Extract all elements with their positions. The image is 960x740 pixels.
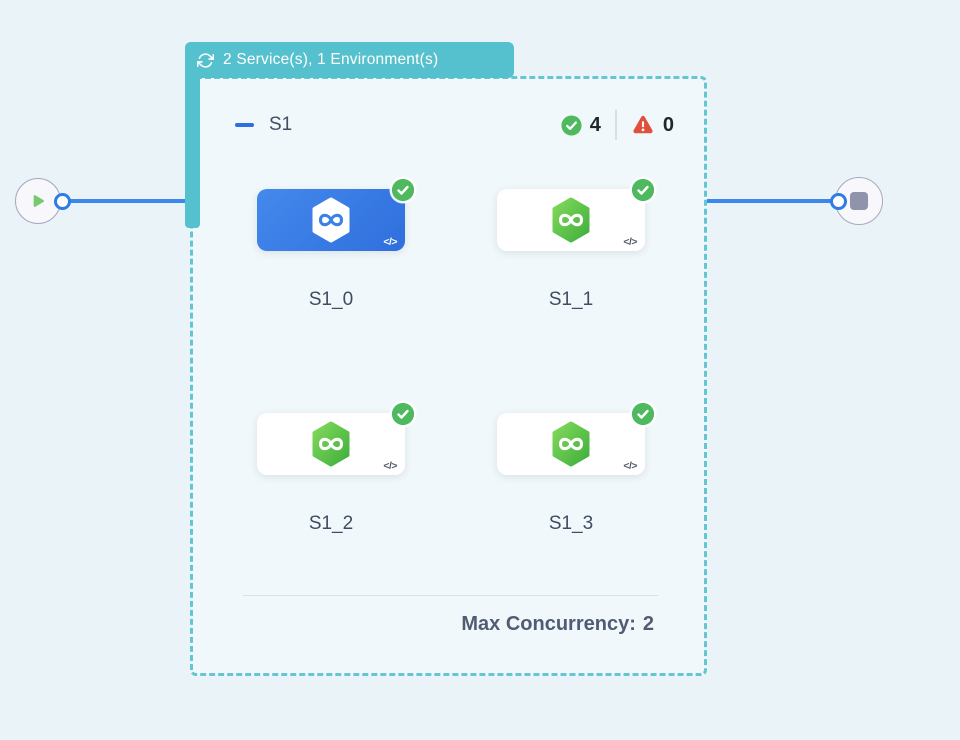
check-circle-icon (632, 179, 654, 201)
service-card-label: S1_2 (308, 513, 354, 534)
check-circle-icon (392, 179, 414, 201)
stop-icon (850, 192, 868, 210)
hexagon-infinity-icon (312, 421, 350, 467)
service-card-group: </> S1_3 (497, 403, 654, 535)
minus-icon[interactable] (235, 123, 254, 127)
service-card-s1-2[interactable]: </> (257, 403, 414, 475)
badge-label: 2 Service(s), 1 Environment(s) (223, 51, 439, 68)
code-icon: </> (623, 236, 637, 248)
hexagon-infinity-icon (552, 421, 590, 467)
service-card-label: S1_1 (548, 289, 594, 310)
max-concurrency-value: 2 (642, 613, 654, 635)
loop-icon (197, 52, 214, 69)
edge-stage-to-end (705, 199, 833, 203)
code-icon: </> (383, 236, 397, 248)
count-divider (614, 110, 617, 140)
service-card-group: </> S1_2 (257, 403, 414, 535)
play-icon (33, 195, 44, 207)
stage-header: S1 4 0 (235, 105, 674, 145)
hexagon-infinity-icon (312, 197, 350, 243)
service-card-s1-0[interactable]: </> (257, 179, 414, 251)
service-card-group: </> S1_1 (497, 179, 654, 311)
services-environments-badge[interactable]: 2 Service(s), 1 Environment(s) (185, 42, 514, 78)
success-count: 4 (589, 113, 601, 136)
edge-start-to-stage (62, 199, 189, 203)
stage-selection-strip (185, 42, 200, 228)
service-card-label: S1_3 (548, 513, 594, 534)
service-card-label: S1_0 (308, 289, 354, 310)
connector-dot-start[interactable] (54, 193, 71, 210)
stage-title: S1 (269, 114, 293, 135)
failed-count: 0 (662, 113, 674, 136)
max-concurrency: Max Concurrency: 2 (461, 613, 654, 636)
max-concurrency-label: Max Concurrency: (461, 613, 636, 635)
code-icon: </> (623, 460, 637, 472)
hexagon-infinity-icon (552, 197, 590, 243)
stage-status-counts: 4 0 (561, 110, 674, 140)
footer-divider (243, 595, 658, 596)
connector-dot-end[interactable] (830, 193, 847, 210)
matrix-stage-container: S1 4 0 (190, 76, 707, 676)
service-card-group: </> S1_0 (257, 179, 414, 311)
check-circle-icon (632, 403, 654, 425)
service-card-s1-3[interactable]: </> (497, 403, 654, 475)
start-node[interactable] (15, 178, 61, 224)
service-card-s1-1[interactable]: </> (497, 179, 654, 251)
warning-triangle-icon (633, 115, 653, 134)
check-circle-icon (392, 403, 414, 425)
check-circle-icon (561, 114, 582, 136)
code-icon: </> (383, 460, 397, 472)
